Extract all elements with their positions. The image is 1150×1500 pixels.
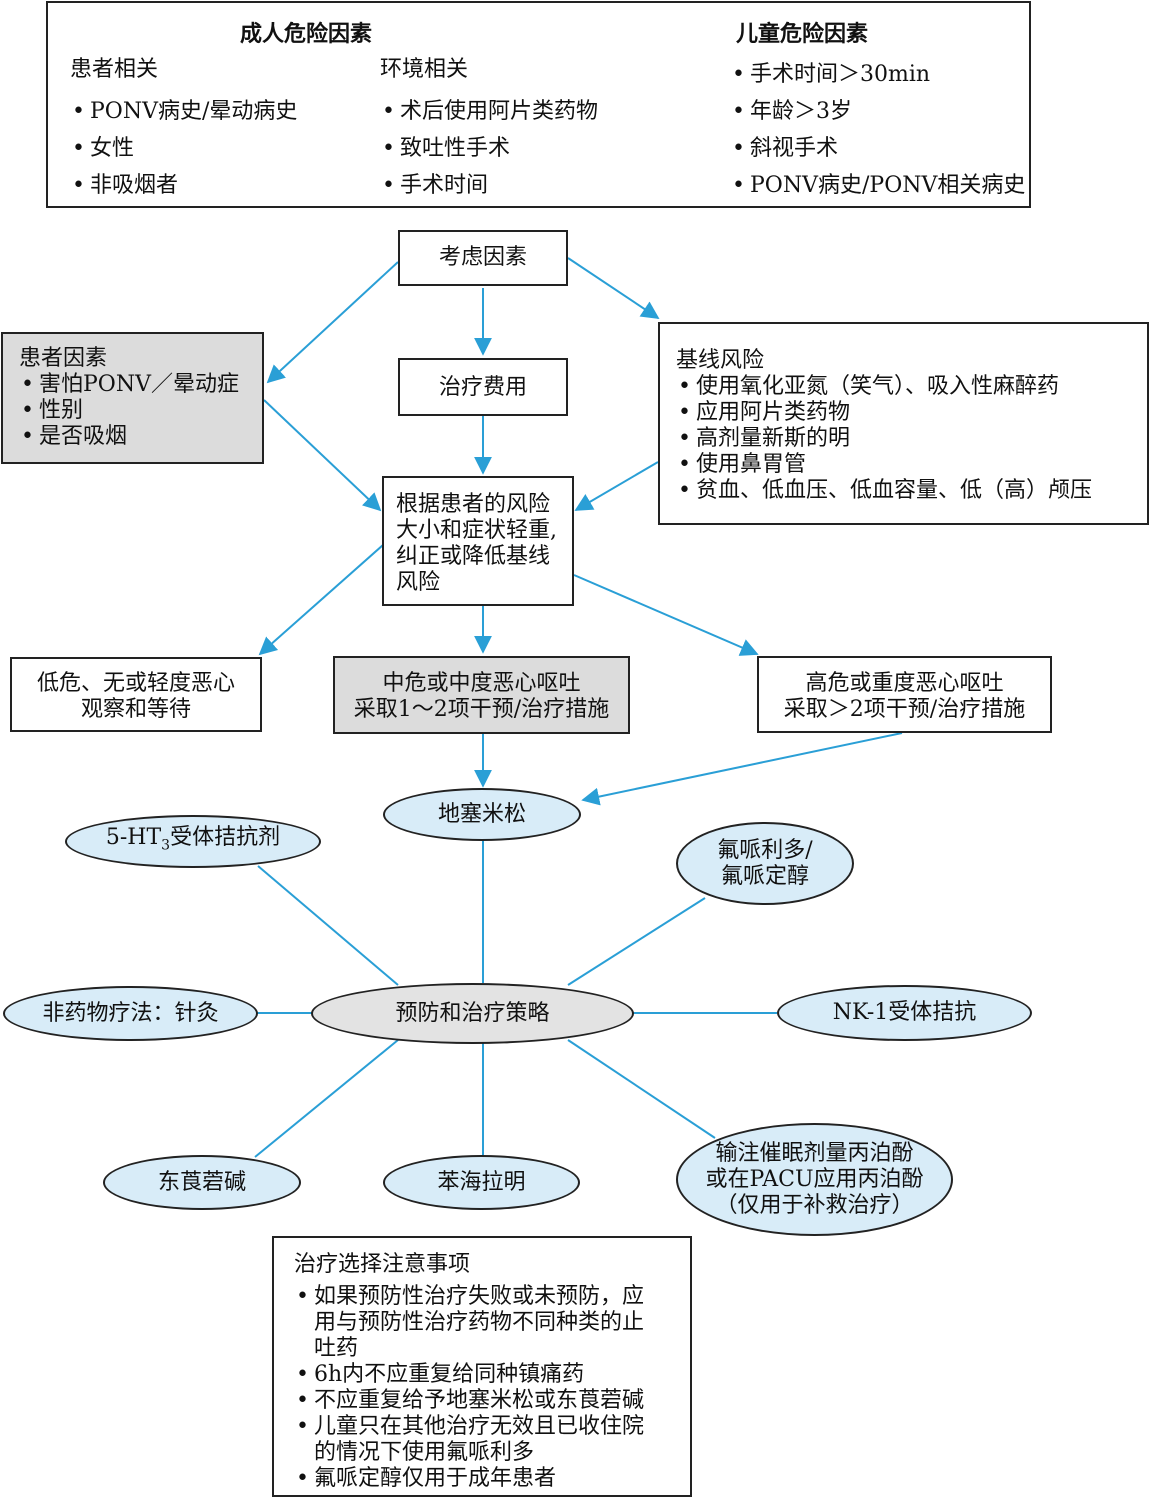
risk-factors-box: 成人危险因素 患者相关 PONV病史/晕动病史 女性 非吸烟者 环境相关 术后使… [46, 1, 1031, 208]
low-risk-box: 低危、无或轻度恶心 观察和等待 [10, 657, 262, 732]
scopolamine-label: 东莨菪碱 [157, 1169, 246, 1195]
spoke-scopolamine [254, 1039, 399, 1158]
dimenhydrinate-label: 苯海拉明 [437, 1169, 526, 1195]
list-item: 使用氧化亚氮（笑气）、吸入性麻醉药 [674, 374, 1092, 400]
mid-risk-line: 采取1～2项干预/治疗措施 [353, 697, 610, 722]
list-item: 贫血、低血压、低血容量、低（高）颅压 [674, 478, 1092, 504]
droperidol-node: 氟哌利多/氟哌定醇 [676, 822, 854, 905]
nk1-antagonist-label: NK-1受体拮抗 [832, 1000, 977, 1025]
patient-factors-box: 患者因素 害怕PONV／晕动症 性别 是否吸烟 [1, 332, 264, 464]
list-item: 使用鼻胃管 [674, 452, 1092, 478]
strategy-center-label: 预防和治疗策略 [395, 1000, 550, 1026]
risk-correction-line: 根据患者的风险 [396, 492, 551, 517]
risk-correction-line: 风险 [396, 570, 441, 595]
low-risk-line: 低危、无或轻度恶心 [36, 671, 235, 696]
patient-factors-list: 害怕PONV／晕动症 性别 是否吸烟 [17, 372, 239, 450]
high-risk-line: 采取＞2项干预/治疗措施 [783, 697, 1026, 722]
list-item: 致吐性手术 [378, 130, 598, 167]
child-risk-title: 儿童危险因素 [736, 21, 869, 47]
list-item: 术后使用阿片类药物 [378, 93, 598, 130]
strategy-center-node: 预防和治疗策略 [311, 983, 634, 1044]
dexamethasone-label: 地塞米松 [437, 801, 526, 827]
arrow-baseline-to-center [574, 461, 659, 511]
list-item: 应用阿片类药物 [674, 400, 1092, 426]
arrow-high-to-dexamethasone [581, 732, 903, 806]
arrow-consider-to-baseline [567, 257, 660, 319]
high-risk-line: 高危或重度恶心呕吐 [805, 671, 1004, 696]
list-item: 斜视手术 [728, 130, 1025, 167]
mid-risk-line: 中危或中度恶心呕吐 [382, 671, 581, 696]
list-item: 年龄＞3岁 [728, 93, 1025, 130]
dimenhydrinate-node: 苯海拉明 [383, 1155, 580, 1210]
list-item: PONV病史/晕动病史 [68, 93, 297, 130]
spoke-propofol [567, 1039, 716, 1139]
list-item: 6h内不应重复给同种镇痛药 [292, 1362, 644, 1388]
arrow-patient-to-center [263, 399, 382, 512]
treatment-cost-label: 治疗费用 [438, 375, 527, 400]
scopolamine-node: 东莨菪碱 [103, 1155, 301, 1210]
environment-related-list: 术后使用阿片类药物 致吐性手术 手术时间 [378, 93, 598, 204]
patient-related-title: 患者相关 [70, 57, 159, 82]
list-item: 氟哌定醇仅用于成年患者 [292, 1466, 644, 1492]
list-item: 是否吸烟 [17, 424, 239, 450]
consider-factors-box: 考虑因素 [398, 230, 568, 286]
list-item: 非吸烟者 [68, 167, 297, 204]
arrow-center-to-high [573, 574, 759, 656]
list-item: 手术时间＞30min [728, 56, 1025, 93]
list-item: 手术时间 [378, 167, 598, 204]
treatment-notes-box: 治疗选择注意事项 如果预防性治疗失败或未预防，应用与预防性治疗药物不同种类的止吐… [272, 1236, 692, 1497]
risk-correction-line: 纠正或降低基线 [396, 544, 551, 569]
acupuncture-label: 非药物疗法：针灸 [42, 1000, 219, 1026]
ht3-antagonist-node: 5-HT3受体拮抗剂 [65, 815, 321, 868]
spoke-ht3 [257, 865, 399, 986]
high-risk-box: 高危或重度恶心呕吐 采取＞2项干预/治疗措施 [757, 656, 1052, 733]
list-item: 不应重复给予地塞米松或东莨菪碱 [292, 1388, 644, 1414]
droperidol-label: 氟哌利多/氟哌定醇 [717, 837, 813, 889]
treatment-notes-title: 治疗选择注意事项 [294, 1252, 471, 1277]
consider-factors-label: 考虑因素 [438, 245, 527, 270]
environment-related-title: 环境相关 [380, 57, 469, 82]
arrow-consider-to-patient [266, 261, 399, 384]
list-item: 害怕PONV／晕动症 [17, 372, 239, 398]
propofol-label: 输注催眠剂量丙泊酚或在PACU应用丙泊酚（仅用于补救治疗） [705, 1140, 924, 1218]
arrow-center-to-low [258, 544, 384, 656]
list-item: 性别 [17, 398, 239, 424]
adult-risk-title: 成人危险因素 [240, 21, 373, 47]
child-risk-list: 手术时间＞30min 年龄＞3岁 斜视手术 PONV病史/PONV相关病史 [728, 56, 1025, 204]
low-risk-line: 观察和等待 [80, 697, 191, 722]
baseline-risk-box: 基线风险 使用氧化亚氮（笑气）、吸入性麻醉药 应用阿片类药物 高剂量新斯的明 使… [658, 322, 1149, 525]
risk-correction-box: 根据患者的风险 大小和症状轻重, 纠正或降低基线 风险 [382, 476, 574, 606]
list-item: 高剂量新斯的明 [674, 426, 1092, 452]
mid-risk-box: 中危或中度恶心呕吐 采取1～2项干预/治疗措施 [333, 656, 630, 734]
acupuncture-node: 非药物疗法：针灸 [3, 986, 258, 1041]
nk1-antagonist-node: NK-1受体拮抗 [777, 985, 1032, 1041]
propofol-node: 输注催眠剂量丙泊酚或在PACU应用丙泊酚（仅用于补救治疗） [676, 1123, 953, 1236]
ht3-antagonist-label: 5-HT3受体拮抗剂 [105, 824, 281, 854]
treatment-cost-box: 治疗费用 [398, 358, 568, 416]
baseline-risk-title: 基线风险 [676, 348, 765, 373]
dexamethasone-node: 地塞米松 [383, 788, 581, 841]
list-item: 女性 [68, 130, 297, 167]
spoke-droperidol [567, 897, 706, 986]
baseline-risk-list: 使用氧化亚氮（笑气）、吸入性麻醉药 应用阿片类药物 高剂量新斯的明 使用鼻胃管 … [674, 374, 1092, 504]
list-item: PONV病史/PONV相关病史 [728, 167, 1025, 204]
risk-correction-line: 大小和症状轻重, [396, 518, 557, 543]
patient-related-list: PONV病史/晕动病史 女性 非吸烟者 [68, 93, 297, 204]
patient-factors-title: 患者因素 [19, 346, 108, 371]
